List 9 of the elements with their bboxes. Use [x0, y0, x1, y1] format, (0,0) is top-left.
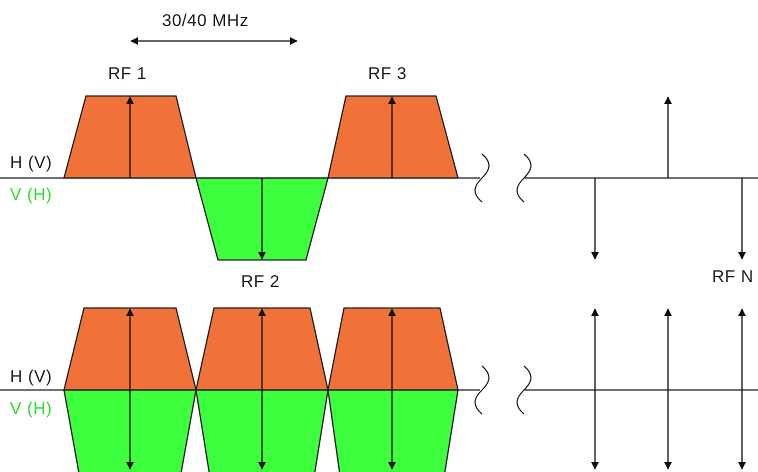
frequency-spacing-label: 30/40 MHz [162, 12, 249, 29]
polarization-label: H (V) [10, 368, 52, 385]
channel-label: RF 1 [108, 65, 147, 82]
channel-label: RF 3 [368, 65, 407, 82]
polarization-label: V (H) [10, 400, 52, 417]
polarization-label: V (H) [10, 186, 52, 203]
channel-label: RF N [712, 268, 754, 285]
channel-label: RF 2 [241, 273, 280, 290]
polarization-label: H (V) [10, 154, 52, 171]
